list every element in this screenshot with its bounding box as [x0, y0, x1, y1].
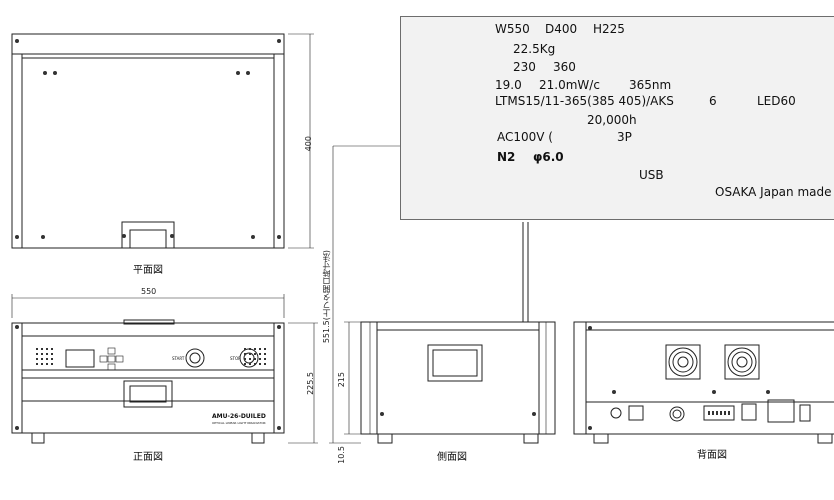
side-view: [329, 145, 556, 444]
spec-wavelength: 365nm: [629, 78, 672, 92]
spec-panel: W550 D400 H225 22.5Kg 230 360 19.0 21.0m…: [400, 16, 834, 220]
front-width-dim: 550: [141, 287, 157, 296]
spec-origin: OSAKA Japan made: [715, 185, 832, 199]
foot-height-dim: 10.5: [337, 446, 346, 464]
model-subtitle: OPTICAL LINEAR LIGHT IRRADIATOR: [212, 421, 266, 425]
spec-tube: φ6.0: [533, 150, 564, 164]
spec-interface: USB: [639, 168, 664, 182]
back-view: [573, 321, 834, 444]
spec-value-230: 230: [513, 60, 536, 74]
front-view: [11, 294, 318, 444]
side-height-dim: 215: [337, 372, 346, 388]
spec-value-19: 19.0: [495, 78, 522, 92]
front-height-dim: 225.5: [306, 372, 315, 395]
open-height-dim: 551.5(上フタ開口時寸法): [322, 250, 331, 344]
plan-view-label: 平面図: [133, 265, 163, 276]
spec-plug: 3P: [617, 130, 632, 144]
spec-power-density: 21.0mW/c: [539, 78, 600, 92]
stop-label: STOP: [230, 356, 241, 361]
side-view-label: 側面図: [437, 452, 467, 463]
spec-lifetime: 20,000h: [587, 113, 637, 127]
spec-voltage: AC100V (: [497, 130, 553, 144]
spec-w: W550: [495, 22, 530, 36]
spec-value-360: 360: [553, 60, 576, 74]
spec-led-model: LTMS15/11-365(385 405)/AKS: [495, 94, 674, 108]
plan-depth-dim: 400: [304, 136, 313, 152]
plan-view: [11, 33, 314, 249]
spec-led-total: LED60: [757, 94, 796, 108]
front-grille: [36, 348, 266, 365]
spec-weight: 22.5Kg: [513, 42, 556, 56]
back-view-label: 背面図: [697, 450, 727, 461]
spec-gas: N2: [497, 150, 516, 164]
spec-d: D400: [545, 22, 578, 36]
model-label: AMU-26-DUILED: [212, 413, 266, 420]
front-view-label: 正面図: [133, 452, 163, 463]
start-label: START: [172, 356, 185, 361]
spec-h: H225: [593, 22, 625, 36]
spec-led-count: 6: [709, 94, 717, 108]
